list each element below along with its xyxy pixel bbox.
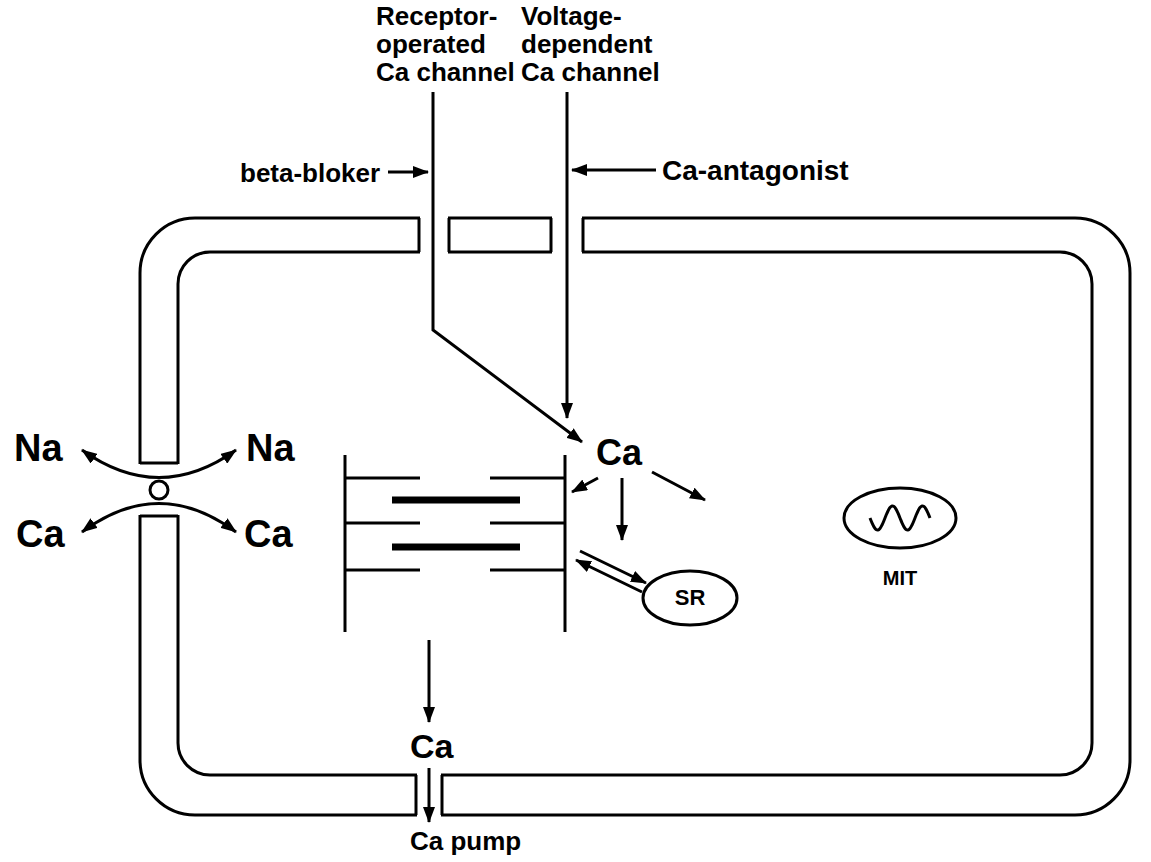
ion-label: Na [246,428,295,468]
label-text: Voltage- dependent Ca channel [521,2,671,86]
wall-cap [418,218,421,252]
ion-label: Ca [410,728,453,764]
exchanger-carrier [150,481,168,499]
cell-wall-inner [178,252,1092,775]
wall-cap [550,218,553,252]
organelle-outline [643,571,737,625]
thin-filament [490,522,565,525]
calcium-flow-arrow [621,478,624,540]
organelle-outline [844,488,956,548]
blocker-arrow [388,171,428,174]
wall-cap [582,218,585,252]
channel-label: Voltage- dependent Ca channel [521,2,671,86]
calcium-flow-arrow [572,478,598,492]
label-text: Ca [596,434,642,472]
wall-cap [448,218,451,252]
thin-filament [345,477,420,480]
drug-label: Ca-antagonist [662,155,849,187]
label-text: beta-bloker [240,158,380,188]
thick-filament [392,497,520,504]
ion-label: Na [14,428,63,468]
thin-filament [345,569,420,572]
sarcoplasmic-reticulum: SR [640,570,740,626]
pump-label: Ca pump [410,826,521,856]
thin-filament [490,569,565,572]
label-text: Ca [244,514,293,554]
wall-gap [136,464,182,515]
label-text: Ca pump [410,826,521,856]
channel-label: Receptor- operated Ca channel [376,2,526,86]
cell-wall-outer [140,218,1130,815]
ion-label: Ca [16,514,65,554]
receptor-channel-arrow [433,92,582,442]
label-text: Ca [16,514,65,554]
label-text: Ca [410,728,453,764]
ion-label: Ca [596,434,642,472]
node-text: SR [675,585,706,611]
label-text: Na [246,428,295,468]
wall-cap [415,775,418,815]
calcium-flow-arrow [652,472,705,500]
label-text: Na [14,428,63,468]
z-line [564,455,567,632]
cristae-squiggle [870,506,930,530]
antagonist-arrow [572,169,656,172]
thick-filament [392,544,520,551]
thin-filament [345,522,420,525]
calcium-exchange-arrow [82,504,236,533]
calcium-uptake-arrow [580,551,646,583]
calcium-flow-arrow [428,640,431,722]
voltage-channel-arrow [566,92,569,418]
wall-cap [441,775,444,815]
ion-label: Ca [244,514,293,554]
thin-filament [490,477,565,480]
z-line [344,455,347,632]
wall-cap [140,515,178,518]
label-text: Ca-antagonist [662,155,849,187]
calcium-pump-arrow [428,768,431,822]
sodium-exchange-arrow [82,450,236,478]
wall-cap [140,462,178,465]
label-text: Receptor- operated Ca channel [376,2,526,86]
node-text: MIT [883,566,917,590]
drug-label: beta-bloker [240,158,380,188]
mitochondrion: MIT [840,486,960,590]
